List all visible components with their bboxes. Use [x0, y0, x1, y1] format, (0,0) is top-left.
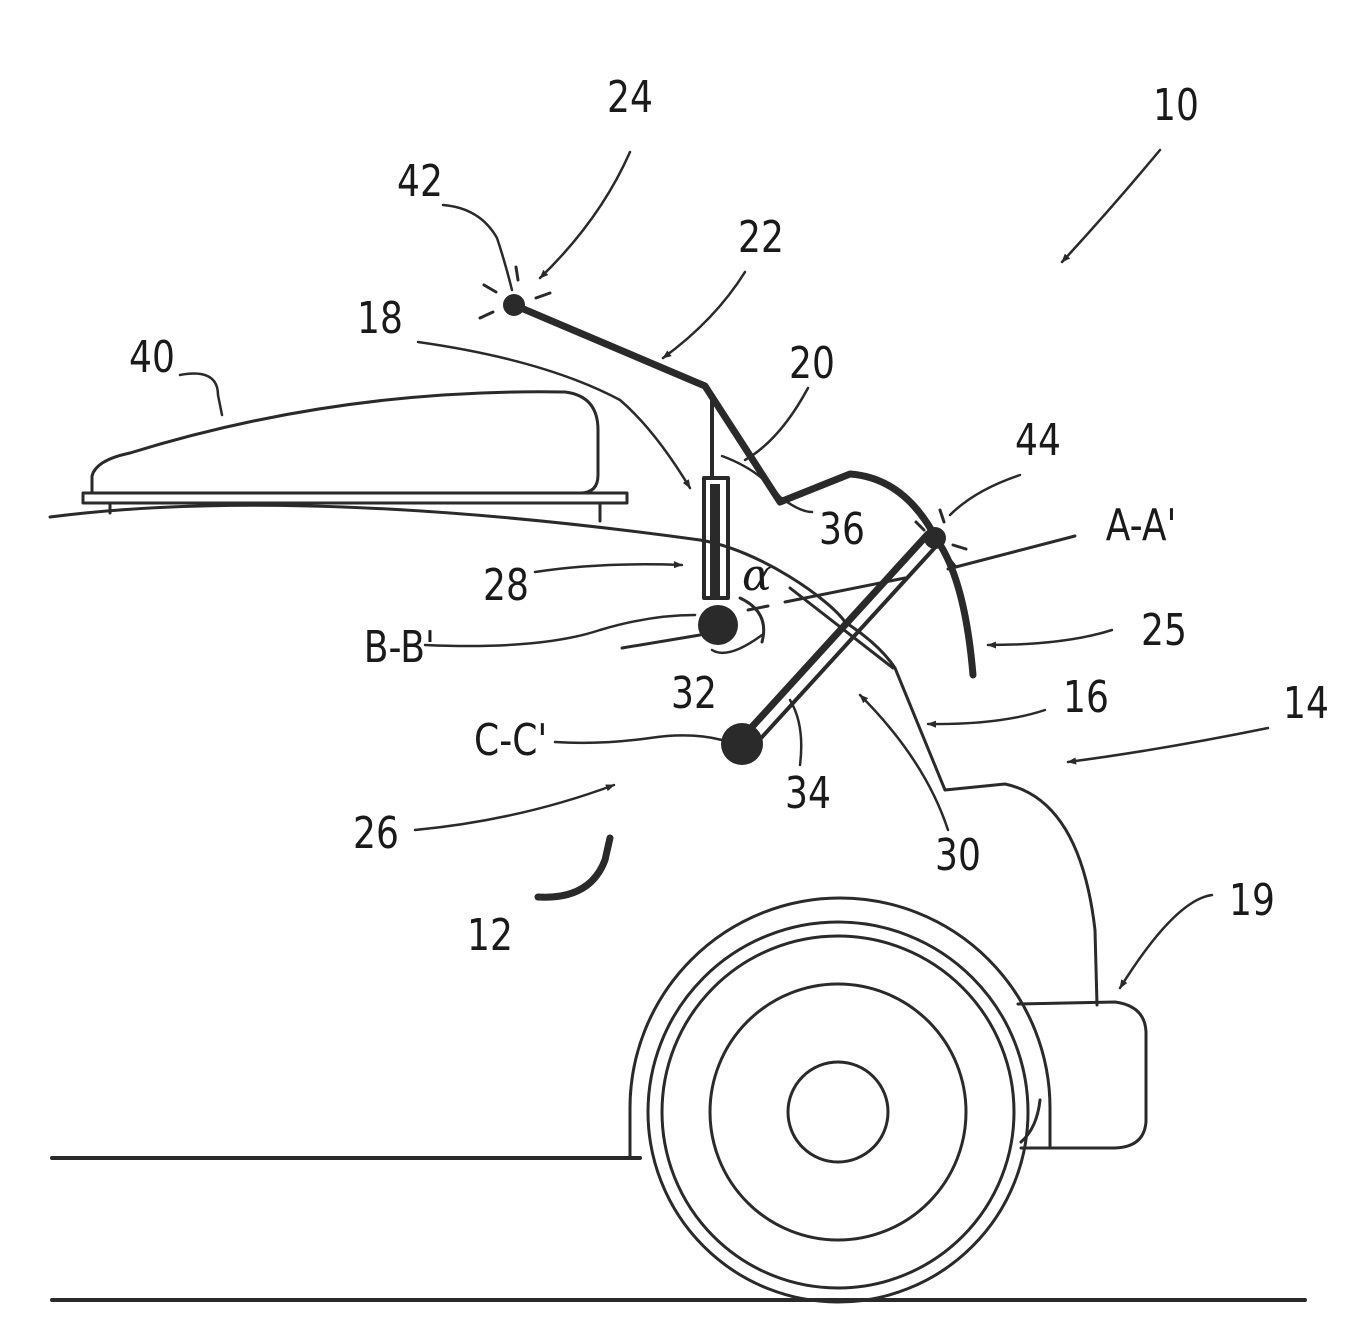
vehicle-body	[50, 505, 1097, 1142]
label-18: 18	[357, 294, 403, 344]
label-25: 25	[1141, 606, 1187, 656]
label-a-a: A-A'	[1106, 501, 1177, 551]
axis-b-b-line	[622, 635, 700, 648]
label-32: 32	[671, 669, 717, 719]
label-28: 28	[483, 561, 529, 611]
label-40: 40	[129, 333, 175, 383]
label-c-c: C-C'	[474, 716, 547, 766]
rear-bumper	[1018, 1002, 1146, 1148]
label-16: 16	[1063, 673, 1109, 723]
rear-wheel	[630, 898, 1050, 1302]
label-b-b: B-B'	[364, 623, 435, 673]
label-14: 14	[1283, 679, 1329, 729]
hinge-42	[480, 267, 550, 318]
label-44: 44	[1015, 416, 1061, 466]
label-42: 42	[397, 157, 443, 207]
label-24: 24	[607, 73, 653, 123]
label-19: 19	[1229, 876, 1275, 926]
leader-lines	[415, 150, 1268, 988]
label-26: 26	[353, 809, 399, 859]
axis-a-a-line	[948, 536, 1075, 569]
label-20: 20	[789, 339, 835, 389]
label-30: 30	[935, 831, 981, 881]
pivot-b-b	[698, 605, 738, 645]
strut-28	[704, 395, 728, 598]
label-22: 22	[738, 213, 784, 263]
pivot-c-c	[721, 723, 763, 765]
label-alpha: α	[742, 550, 772, 601]
roof-cargo-box	[83, 392, 627, 521]
label-34: 34	[785, 769, 831, 819]
label-36: 36	[819, 505, 865, 555]
label-12: 12	[467, 911, 513, 961]
label-10: 10	[1153, 81, 1199, 131]
rear-hatch	[514, 305, 973, 675]
